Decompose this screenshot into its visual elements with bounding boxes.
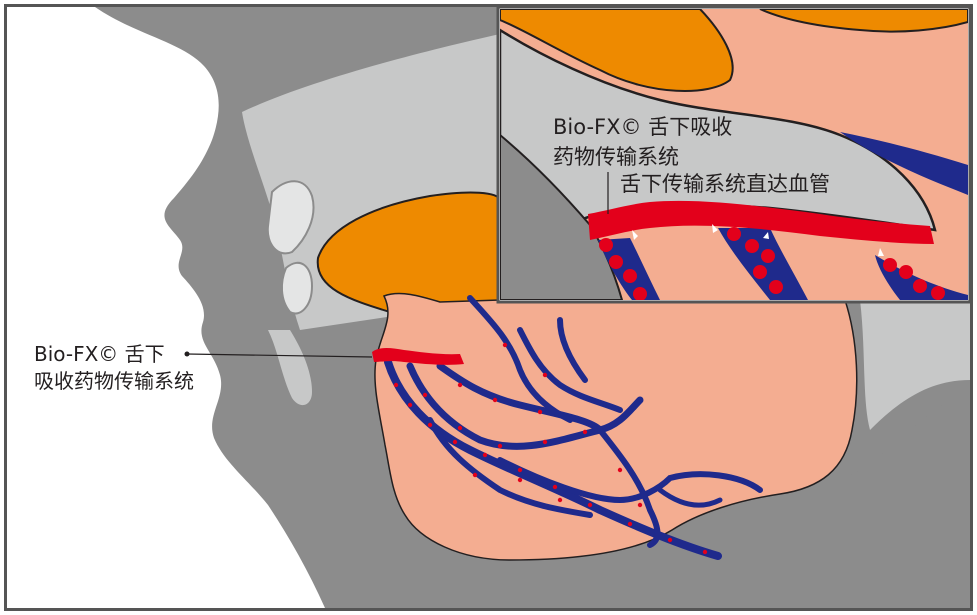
inset-tongue-top — [500, 9, 734, 92]
vein-branch-5 — [557, 317, 588, 383]
inset-arrows — [632, 224, 884, 256]
main-label-line1: Bio-FX© 舌下 — [34, 342, 165, 366]
outer-border — [4, 4, 973, 611]
inset-label-line2: 药物传输系统 — [553, 145, 679, 169]
vein-branch-3 — [467, 295, 573, 423]
drug-particles-main — [393, 342, 708, 555]
inset-vein-1 — [598, 238, 660, 300]
inset-drug-film — [588, 200, 934, 244]
cartilage-lower — [280, 261, 314, 315]
inset-drug-particles — [599, 227, 945, 300]
jaw-ridge — [268, 330, 312, 406]
inset-vein-3 — [875, 255, 968, 300]
vein-branch-4 — [517, 327, 623, 413]
throat-right — [860, 300, 970, 430]
drug-film-main — [372, 348, 464, 365]
vein-branch-2 — [436, 362, 604, 434]
inset-vein-2 — [718, 228, 808, 300]
neck-region — [690, 390, 970, 608]
zoom-inset — [496, 5, 972, 304]
vein-network — [384, 295, 763, 560]
main-label-leader — [186, 353, 373, 358]
inset-label-line3: 舌下传输系统直达血管 — [620, 172, 830, 196]
vein-branch-9 — [657, 487, 723, 508]
main-label-leader-dot — [184, 351, 190, 357]
vein-branch-7 — [597, 427, 661, 548]
vein-branch-8 — [427, 417, 593, 518]
inset-vein-upper — [840, 132, 968, 195]
main-label-line2: 吸收药物传输系统 — [34, 369, 194, 393]
inset-label-line1: Bio-FX© 舌下吸收 — [553, 115, 733, 139]
inset-tongue-top-right — [759, 9, 968, 33]
vein-branch-1 — [406, 362, 644, 450]
cartilage-upper — [266, 180, 315, 255]
